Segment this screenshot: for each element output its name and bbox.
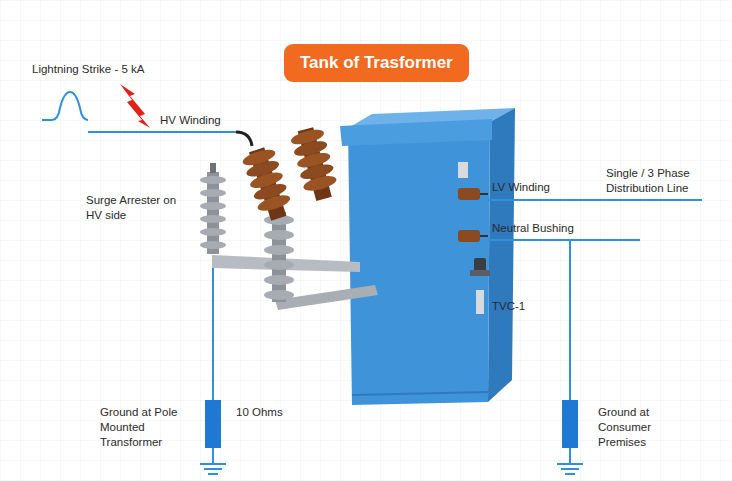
value-label: 10 Ohms	[236, 405, 306, 420]
annotation-label: Lightning Strike - 5 kA	[32, 62, 192, 77]
hv-lead	[236, 132, 252, 146]
neutral-bushing	[458, 230, 488, 242]
ground-lead	[569, 448, 571, 464]
ground-symbol	[557, 464, 583, 474]
hv-line	[88, 131, 236, 133]
winding-label: HV Winding	[160, 113, 250, 128]
surge-pulse	[42, 92, 88, 120]
surge-arrester	[264, 212, 294, 302]
tank-base	[352, 392, 488, 395]
winding-label: LV Winding	[492, 180, 592, 195]
tank-lid	[340, 119, 492, 146]
tank-front	[348, 122, 490, 405]
title-box: Tank of Trasformer	[284, 44, 469, 82]
hv-bushing	[289, 125, 340, 203]
ground-lead	[212, 268, 214, 400]
lv-bushing	[458, 188, 488, 200]
lv-bracket	[458, 162, 468, 178]
surge-arrester	[200, 163, 226, 254]
part-label: Surge Arrester on HV side	[86, 193, 194, 223]
part-label: Neutral Bushing	[492, 221, 602, 236]
part-label: TVC-1	[492, 299, 552, 314]
ground-symbol	[200, 464, 226, 474]
ground-label: Ground at Consumer Premises	[598, 405, 698, 450]
neutral-line	[488, 239, 640, 241]
tvc-part	[470, 258, 490, 314]
line-label: Single / 3 Phase Distribution Line	[606, 166, 724, 196]
resistor-symbol	[205, 400, 221, 448]
lightning-bolt	[120, 84, 150, 128]
hv-bushing	[240, 145, 295, 224]
resistor-symbol	[562, 400, 578, 448]
tank-side	[488, 108, 515, 402]
ground-lead	[212, 448, 214, 464]
lv-line	[488, 199, 702, 201]
ground-label: Ground at Pole Mounted Transformer	[100, 405, 200, 450]
ground-lead	[569, 240, 571, 400]
